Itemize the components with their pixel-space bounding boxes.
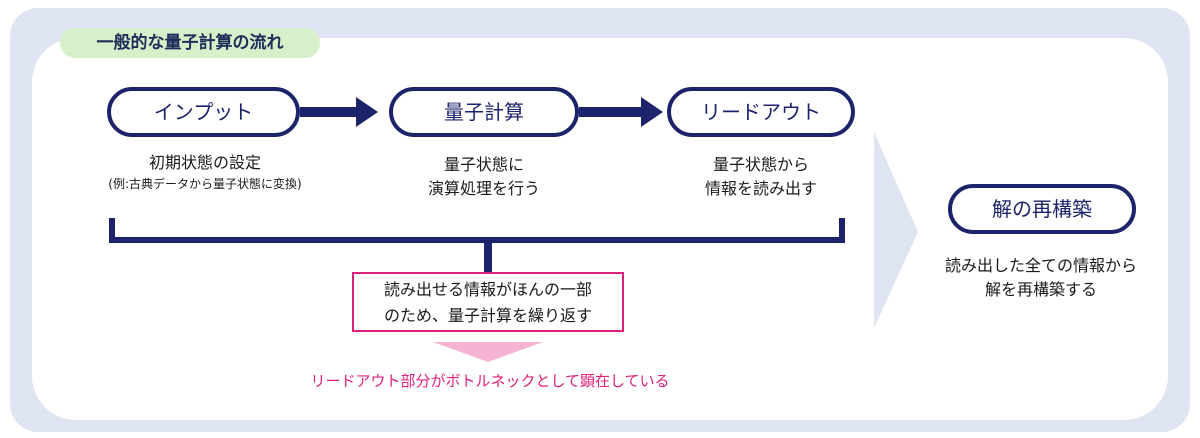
callout-line: 読み出せる情報がほんの一部 [383, 280, 592, 299]
pink-down-arrow [433, 342, 543, 362]
bracket-stem [484, 240, 492, 274]
step-readout-description: 量子状態から 情報を読み出す [663, 153, 859, 201]
desc-line: 情報を読み出す [704, 179, 817, 198]
repeat-callout-box: 読み出せる情報がほんの一部 のため、量子計算を繰り返す [352, 272, 624, 332]
step-input: インプット [107, 87, 300, 137]
desc-line: 初期状態の設定 [148, 153, 261, 172]
bracket-line [109, 218, 845, 243]
desc-example: (例:古典データから量子状態に変換) [108, 177, 302, 191]
section-tab: 一般的な量子計算の流れ [60, 28, 320, 58]
arrow-input-to-compute [300, 97, 378, 127]
step-input-description: 初期状態の設定 (例:古典データから量子状態に変換) [80, 151, 330, 193]
step-compute-description: 量子状態に 演算処理を行う [384, 153, 584, 201]
chevron-arrow [874, 132, 918, 328]
step-readout: リードアウト [667, 87, 855, 137]
desc-line: 量子状態から [712, 155, 809, 174]
desc-line: 解を再構築する [984, 280, 1097, 299]
desc-line: 演算処理を行う [427, 179, 540, 198]
arrow-compute-to-readout [579, 97, 663, 127]
step-reconstruct: 解の再構築 [948, 184, 1136, 234]
reconstruct-description: 読み出した全ての情報から 解を再構築する [910, 254, 1172, 302]
bottleneck-note: リードアウト部分がボトルネックとして顕在している [310, 372, 670, 390]
desc-line: 量子状態に [443, 155, 524, 174]
desc-line: 読み出した全ての情報から [944, 256, 1137, 275]
step-quantum-compute: 量子計算 [389, 87, 579, 137]
callout-line: のため、量子計算を繰り返す [383, 306, 592, 325]
